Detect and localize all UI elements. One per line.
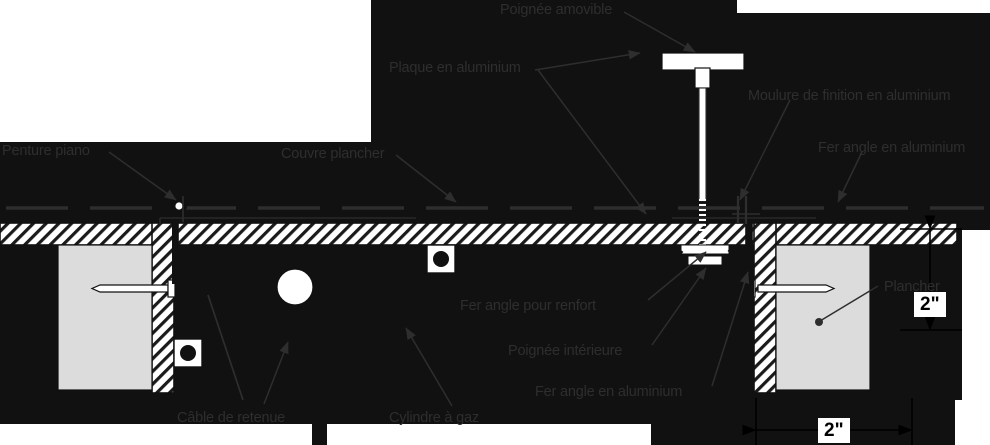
t-handle xyxy=(661,52,745,252)
left-floor-assembly xyxy=(0,222,176,394)
gas-cylinder xyxy=(173,244,456,389)
retention-cable xyxy=(207,294,244,401)
right-floor-assembly xyxy=(742,222,958,395)
label-plancher: Plancher xyxy=(884,279,940,295)
label-cylindre-gaz: Cylindre à gaz xyxy=(389,410,479,426)
left-fastener xyxy=(90,279,176,298)
cylinder-upper-bracket xyxy=(426,244,456,274)
leader-couvre-plancher xyxy=(395,154,457,203)
leader-plaque-aluminium xyxy=(534,50,641,71)
leader-poignee-amovible xyxy=(623,11,696,53)
paper-patch-top-right xyxy=(737,0,990,13)
paper-patch-bottom-mid xyxy=(327,424,651,445)
label-penture-piano: Penture piano xyxy=(2,143,90,159)
label-couvre-plancher: Couvre plancher xyxy=(281,146,385,162)
leader-plancher xyxy=(815,285,879,326)
leader-cable-retenue xyxy=(263,341,289,405)
cylinder-lower-bracket xyxy=(173,338,203,368)
label-moulure-finition: Moulure de finition en aluminium xyxy=(748,88,951,104)
leader-plaque-aluminium-2 xyxy=(537,69,647,215)
dimension-label-vertical: 2" xyxy=(914,292,946,317)
paper-patch-top-left xyxy=(0,0,371,142)
label-plaque-aluminium: Plaque en aluminium xyxy=(389,60,521,76)
leader-fer-angle-haut xyxy=(837,151,863,203)
leader-cylindre-gaz xyxy=(405,327,453,407)
paper-patch-right-edge xyxy=(962,230,990,405)
label-cable-retenue: Câble de retenue xyxy=(177,410,286,426)
leader-penture-piano xyxy=(108,151,177,201)
leader-lines xyxy=(108,11,863,407)
label-fer-angle-alu-haut: Fer angle en aluminium xyxy=(818,140,966,156)
finish-moulding xyxy=(732,196,760,224)
leader-moulure-finition xyxy=(739,99,791,201)
paper-patch-bottom-left xyxy=(0,424,312,445)
dimension-label-horizontal: 2" xyxy=(818,418,850,443)
paper-patch-bottom-right xyxy=(955,400,990,445)
leader-fer-angle-renfort xyxy=(647,251,707,301)
label-fer-angle-renfort: Fer angle pour renfort xyxy=(460,298,596,314)
label-fer-angle-alu-bas: Fer angle en aluminium xyxy=(535,384,683,400)
leader-fer-angle-bas xyxy=(711,271,750,387)
interior-handle xyxy=(635,244,740,273)
label-poignee-interieure: Poignée intérieure xyxy=(508,343,623,359)
label-poignee-amovible: Poignée amovible xyxy=(500,2,613,18)
hatch-panel xyxy=(159,217,816,246)
leader-poignee-interieure xyxy=(651,267,707,346)
